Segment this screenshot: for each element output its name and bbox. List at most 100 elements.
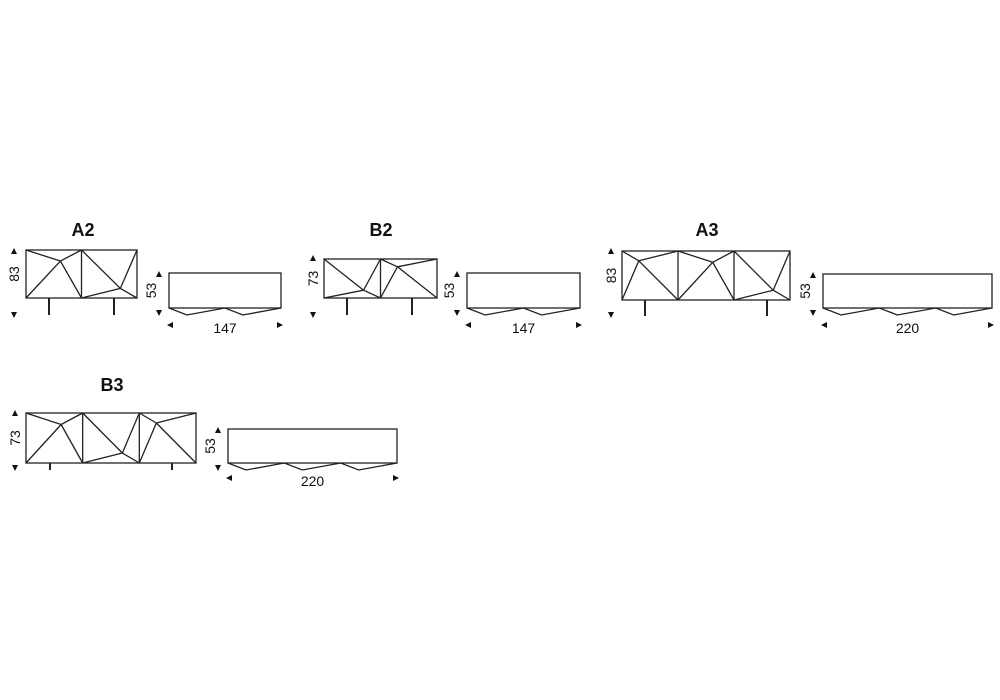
door-facet-line xyxy=(120,287,138,299)
arrow-up-icon xyxy=(810,272,816,278)
arrow-left-icon xyxy=(465,322,471,328)
height-dimension: 73 xyxy=(305,271,321,287)
arrow-up-icon xyxy=(454,271,460,277)
door-facet-line xyxy=(59,260,83,299)
door-front-profile xyxy=(168,307,282,316)
door-facet-line xyxy=(155,422,197,464)
door-facet-line xyxy=(25,412,62,426)
model-label: A2 xyxy=(71,220,94,240)
door-facet-line xyxy=(60,424,84,464)
arrow-right-icon xyxy=(988,322,994,328)
front-view xyxy=(25,412,197,470)
height-dimension: 73 xyxy=(7,430,23,446)
door-facet-line xyxy=(733,250,774,291)
model-label: B3 xyxy=(100,375,123,395)
door-front-profile xyxy=(822,307,993,316)
front-view xyxy=(621,250,791,316)
door-facet-line xyxy=(772,250,791,291)
depth-dimension: 53 xyxy=(143,283,159,299)
model-label: A3 xyxy=(695,220,718,240)
door-facet-line xyxy=(397,266,438,299)
arrow-down-icon xyxy=(454,310,460,316)
door-facet-line xyxy=(25,260,61,299)
door-facet-line xyxy=(363,289,381,299)
door-facet-line xyxy=(677,261,714,301)
arrow-down-icon xyxy=(12,465,18,471)
width-dimension: 147 xyxy=(213,320,237,336)
cabinet-outline xyxy=(25,412,197,464)
door-facet-line xyxy=(362,258,382,291)
arrow-up-icon xyxy=(310,255,316,261)
arrow-left-icon xyxy=(167,322,173,328)
arrow-right-icon xyxy=(576,322,582,328)
arrow-up-icon xyxy=(11,248,17,254)
door-front-profile xyxy=(227,462,398,471)
door-facet-line xyxy=(712,250,735,263)
door-facet-line xyxy=(772,289,791,301)
arrow-down-icon xyxy=(156,310,162,316)
door-facet-line xyxy=(638,250,679,262)
door-facet-line xyxy=(60,412,83,426)
door-facet-line xyxy=(60,249,82,262)
door-facet-line xyxy=(82,452,123,464)
top-view xyxy=(227,428,398,471)
top-view xyxy=(168,272,282,316)
door-facet-line xyxy=(380,258,398,268)
top-outline xyxy=(168,272,282,309)
arrow-right-icon xyxy=(277,322,283,328)
door-facet-line xyxy=(156,412,197,424)
door-facet-line xyxy=(119,249,138,289)
arrow-down-icon xyxy=(608,312,614,318)
arrow-down-icon xyxy=(310,312,316,318)
door-facet-line xyxy=(621,250,640,262)
height-dimension: 83 xyxy=(603,268,619,284)
arrow-up-icon xyxy=(12,410,18,416)
top-view xyxy=(822,273,993,316)
model-label: B2 xyxy=(369,220,392,240)
door-front-profile xyxy=(466,307,581,316)
model-a3: A3 83 53 220 xyxy=(603,220,994,336)
top-outline xyxy=(466,272,581,309)
arrow-down-icon xyxy=(11,312,17,318)
top-outline xyxy=(822,273,993,309)
height-dimension: 83 xyxy=(6,266,22,282)
width-dimension: 220 xyxy=(301,473,325,489)
arrow-right-icon xyxy=(393,475,399,481)
model-b3: B3 73 53 220 xyxy=(7,375,399,489)
model-b2: B2 73 53 147 xyxy=(305,220,582,336)
door-facet-line xyxy=(81,249,121,289)
model-a2: A2 83 53 147 xyxy=(6,220,283,336)
cabinet-outline xyxy=(621,250,791,301)
arrow-down-icon xyxy=(215,465,221,471)
door-facet-line xyxy=(138,422,157,464)
door-facet-line xyxy=(379,266,399,299)
door-facet-line xyxy=(25,424,62,464)
width-dimension: 220 xyxy=(896,320,920,336)
door-facet-line xyxy=(733,289,774,301)
door-facet-line xyxy=(121,412,140,454)
top-outline xyxy=(227,428,398,464)
door-facet-line xyxy=(139,412,157,424)
front-view xyxy=(25,249,138,315)
door-facet-line xyxy=(323,289,364,299)
door-facet-line xyxy=(712,261,735,301)
arrow-up-icon xyxy=(215,427,221,433)
arrow-up-icon xyxy=(608,248,614,254)
depth-dimension: 53 xyxy=(441,283,457,299)
top-view xyxy=(466,272,581,316)
door-facet-line xyxy=(621,260,640,301)
door-facet-line xyxy=(82,412,123,454)
door-facet-line xyxy=(638,260,679,301)
front-view xyxy=(323,258,438,315)
width-dimension: 147 xyxy=(512,320,536,336)
depth-dimension: 53 xyxy=(797,283,813,299)
arrow-left-icon xyxy=(226,475,232,481)
door-facet-line xyxy=(677,250,713,263)
arrow-up-icon xyxy=(156,271,162,277)
door-facet-line xyxy=(25,249,61,262)
depth-dimension: 53 xyxy=(202,438,218,454)
door-facet-line xyxy=(122,452,140,464)
door-facet-line xyxy=(323,258,364,291)
door-facet-line xyxy=(397,258,438,268)
